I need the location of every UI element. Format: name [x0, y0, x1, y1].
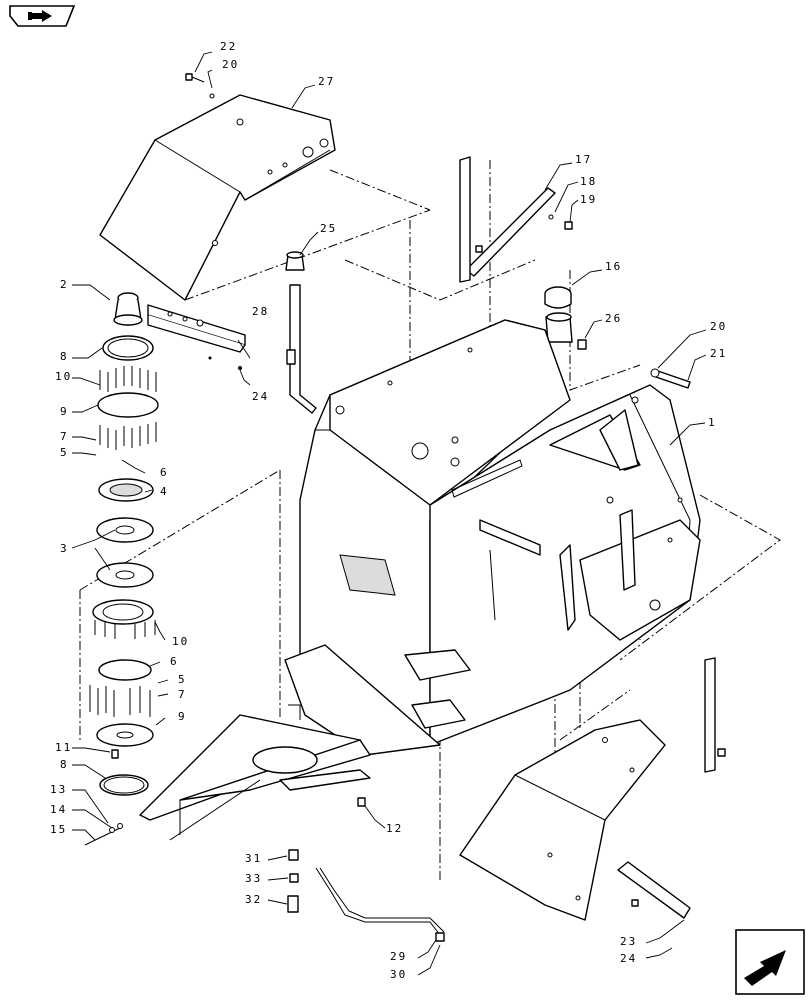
- rail-right: [704, 657, 726, 773]
- top-cover-part: [99, 94, 336, 301]
- callout-8: 8: [60, 350, 69, 363]
- callout-10: 10: [55, 370, 72, 383]
- seat-rail-plate: [139, 704, 371, 841]
- callout-3: 3: [60, 542, 69, 555]
- callout-25: 25: [320, 222, 337, 235]
- hose-31-33: [287, 849, 445, 942]
- callout-10: 10: [172, 635, 189, 648]
- callout-2: 2: [60, 278, 69, 291]
- callout-7: 7: [178, 688, 187, 701]
- callout-30: 30: [390, 968, 407, 981]
- callout-26: 26: [605, 312, 622, 325]
- callout-16: 16: [605, 260, 622, 273]
- callout-29: 29: [390, 950, 407, 963]
- callout-23: 23: [620, 935, 637, 948]
- callout-31: 31: [245, 852, 262, 865]
- callout-5: 5: [178, 673, 187, 686]
- callout-7: 7: [60, 430, 69, 443]
- callout-6: 6: [170, 655, 179, 668]
- callout-5: 5: [60, 446, 69, 459]
- callout-32: 32: [245, 893, 262, 906]
- callout-9: 9: [60, 405, 69, 418]
- callout-14: 14: [50, 803, 67, 816]
- callout-17: 17: [575, 153, 592, 166]
- callout-24: 24: [252, 390, 269, 403]
- callout-labels: 22 20 27 17 18 19 25 16 26 20 21 1 2 28 …: [50, 40, 727, 981]
- leader-lines: [71, 51, 707, 976]
- callout-27: 27: [318, 75, 335, 88]
- strip-17: [459, 156, 573, 283]
- callout-19: 19: [580, 193, 597, 206]
- callout-13: 13: [50, 783, 67, 796]
- callout-8: 8: [60, 758, 69, 771]
- knob-25: [285, 251, 317, 414]
- cap-16: [544, 286, 587, 350]
- lower-fender: [459, 719, 666, 921]
- callout-20: 20: [710, 320, 727, 333]
- bracket-28: [147, 304, 246, 370]
- main-frame-part-1: [284, 319, 701, 756]
- pin-20-21: [650, 368, 691, 389]
- bracket-23: [617, 861, 691, 919]
- callout-11: 11: [55, 741, 72, 754]
- callout-12: 12: [386, 822, 403, 835]
- callout-6: 6: [160, 466, 169, 479]
- callout-21: 21: [710, 347, 727, 360]
- callout-24: 24: [620, 952, 637, 965]
- back-navigation-icon[interactable]: [8, 4, 76, 28]
- next-page-arrow-icon[interactable]: [734, 928, 806, 996]
- callout-4: 4: [160, 485, 169, 498]
- callout-33: 33: [245, 872, 262, 885]
- callout-18: 18: [580, 175, 597, 188]
- callout-15: 15: [50, 823, 67, 836]
- callout-22: 22: [220, 40, 237, 53]
- callout-1: 1: [708, 416, 717, 429]
- seat-suspension-stack: [84, 292, 159, 846]
- callout-28: 28: [252, 305, 269, 318]
- callout-20: 20: [222, 58, 239, 71]
- bolt-22: [185, 73, 215, 99]
- callout-9: 9: [178, 710, 187, 723]
